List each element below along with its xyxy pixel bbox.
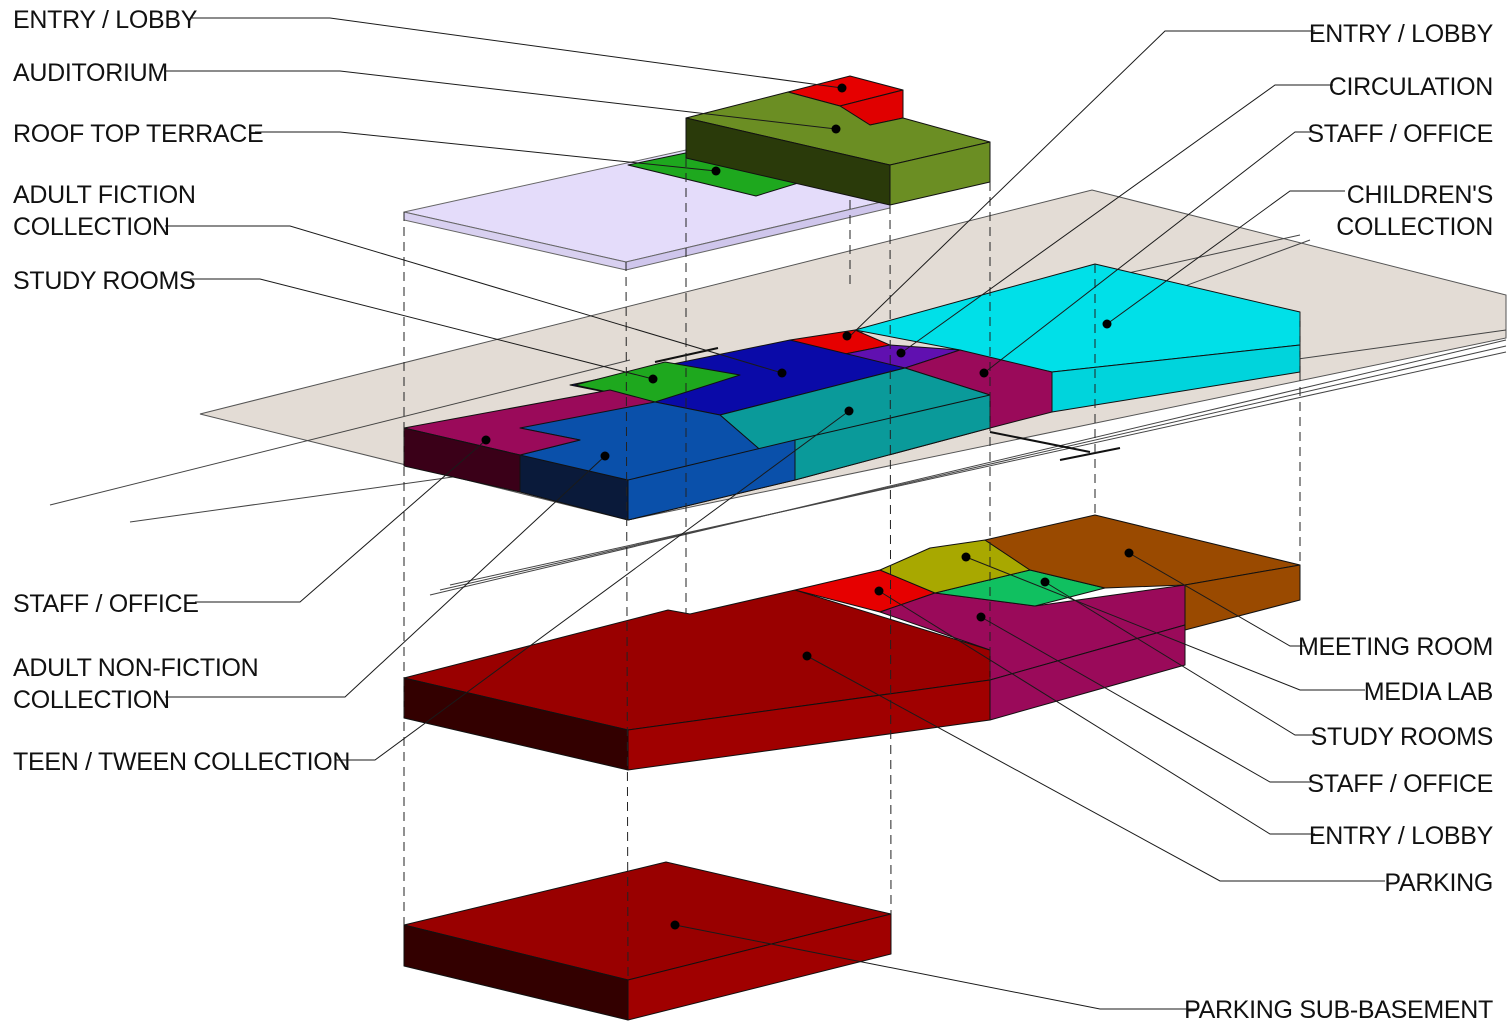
label-adult-nonfiction-line2: COLLECTION	[13, 686, 170, 714]
label-childrens-line2: COLLECTION	[1336, 213, 1493, 241]
label-adult-fiction-line2: COLLECTION	[13, 213, 170, 241]
left-labels: ENTRY / LOBBY AUDITORIUM ROOF TOP TERRAC…	[13, 6, 350, 776]
marker-study-rooms-main	[648, 374, 658, 384]
main-level-block	[403, 263, 1301, 521]
label-study-rooms-right: STUDY ROOMS	[1311, 723, 1493, 751]
marker-childrens	[1102, 319, 1112, 329]
marker-teen-tween	[844, 406, 854, 416]
label-study-rooms-left: STUDY ROOMS	[13, 267, 195, 295]
marker-circulation	[896, 348, 906, 358]
label-parking-sub-basement: PARKING SUB-BASEMENT	[1184, 996, 1493, 1024]
label-staff-office-top: STAFF / OFFICE	[1307, 120, 1493, 148]
label-adult-fiction-line1: ADULT FICTION	[13, 181, 196, 209]
marker-roof-terrace	[711, 166, 721, 176]
marker-parking	[802, 651, 812, 661]
label-childrens-line1: CHILDREN'S	[1347, 181, 1493, 209]
label-meeting-room: MEETING ROOM	[1298, 633, 1493, 661]
parking-sub-basement-block	[403, 861, 892, 1021]
label-roof-top-terrace: ROOF TOP TERRACE	[13, 120, 263, 148]
marker-study-rooms-ground	[1040, 577, 1050, 587]
right-labels: ENTRY / LOBBY CIRCULATION STAFF / OFFICE…	[1184, 20, 1494, 1024]
label-media-lab: MEDIA LAB	[1364, 678, 1493, 706]
label-entry-lobby-ground: ENTRY / LOBBY	[1309, 822, 1494, 850]
marker-staff-office-main	[979, 368, 989, 378]
label-staff-office-left: STAFF / OFFICE	[13, 590, 199, 618]
zone-markers	[481, 83, 1134, 930]
marker-entry-lobby-top	[837, 83, 847, 93]
marker-meeting-room	[1124, 548, 1134, 558]
marker-entry-lobby-ground	[874, 586, 884, 596]
marker-parking-sub-basement	[670, 920, 680, 930]
label-entry-lobby-top: ENTRY / LOBBY	[1309, 20, 1494, 48]
marker-staff-office-ground	[976, 612, 986, 622]
marker-staff-office-left	[481, 435, 491, 445]
projection-lines	[403, 158, 1301, 981]
marker-media-lab	[961, 552, 971, 562]
marker-adult-nonfiction	[600, 451, 610, 461]
marker-auditorium	[831, 124, 841, 134]
label-teen-tween: TEEN / TWEEN COLLECTION	[13, 748, 350, 776]
leader-lines	[165, 17, 1385, 1010]
label-adult-nonfiction-line1: ADULT NON-FICTION	[13, 654, 258, 682]
marker-entry-lobby-main	[842, 331, 852, 341]
marker-adult-fiction	[777, 368, 787, 378]
label-parking: PARKING	[1384, 869, 1493, 897]
label-staff-office-ground: STAFF / OFFICE	[1307, 770, 1493, 798]
label-entry-lobby: ENTRY / LOBBY	[13, 6, 198, 34]
ground-level-block	[403, 514, 1301, 771]
label-auditorium: AUDITORIUM	[13, 59, 168, 87]
label-circulation: CIRCULATION	[1329, 73, 1493, 101]
